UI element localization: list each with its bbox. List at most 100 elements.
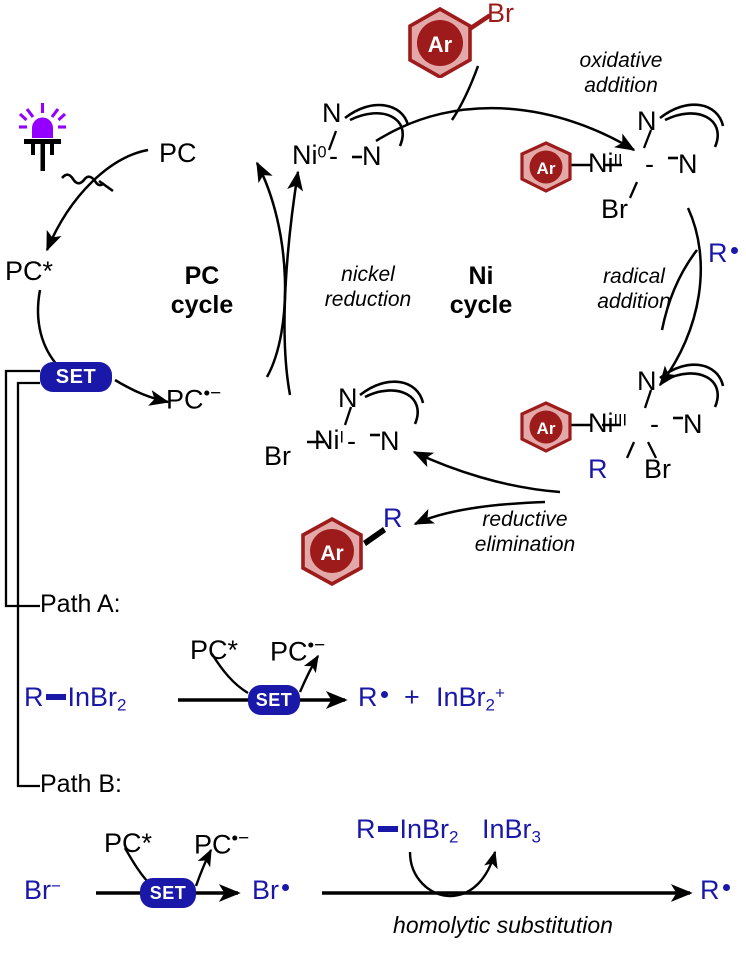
path-b-bromine-radical-text: Br [252,875,279,905]
ni3-metal-label: NiIII [588,410,627,437]
pc-cycle-center-label: PC cycle [154,262,250,320]
path-b-acceptor-text: PC [194,829,232,860]
ni2-nitrogen-right: N [678,149,698,179]
radical-dot-icon [380,691,388,699]
pc-to-set-arc [36,289,59,367]
ni2-dash: - [645,149,654,179]
path-a-reactant-inbr: InBr [67,682,118,712]
set-badge-path-b[interactable]: SET [140,878,196,908]
ni0-nitrogen-top: N [322,98,342,128]
ni-cycle-top-arc [375,106,636,152]
nickel-reduction-line2: reduction [324,288,412,312]
ni2-metal-symbol: Ni [588,148,614,178]
path-a-cation-superscript: + [495,683,505,703]
path-a-acceptor-label: PC•− [270,635,326,667]
radical-addition-line1: radical [603,265,665,288]
path-b-byproduct-label: InBr3 [482,814,541,847]
svg-text:Ar: Ar [537,419,556,438]
radical-dot-icon [282,884,289,892]
path-b-reactant-label: Br− [24,877,61,904]
path-b-reagent-subscript: 2 [449,827,459,847]
path-a-cation-text: InBr [436,682,486,712]
pc-excited-state-label: PC* [5,256,54,286]
ni-cycle-center-label: Ni cycle [426,262,536,320]
ni0-oxidation-state: 0 [317,143,327,162]
ni1-nitrogen-right: N [380,426,400,456]
ni3-bromide-label: Br [644,454,671,484]
reductive-elimination-line1: reductive [482,508,568,531]
pc-cycle-line1: PC [184,262,220,290]
pc-cycle-line2: cycle [170,290,234,319]
path-b-reagent-label: R InBr2 [356,814,459,847]
ni3-oxidation-state: III [613,411,628,430]
svg-text:Ar: Ar [428,32,453,57]
path-a-acceptor-superscript: •− [307,635,326,656]
radical-dot-icon [722,884,730,892]
path-a-product-r: R [358,682,378,712]
homolytic-substitution-label: homolytic substitution [393,912,613,938]
ni3-dash: - [650,409,659,439]
ni-cycle-line1: Ni [468,262,494,290]
path-a-acceptor-text: PC [270,636,308,667]
path-b-acceptor-superscript: •− [231,828,250,849]
svg-text:Ar: Ar [320,542,343,565]
ni0-metal-label: Ni0 [292,142,327,169]
ni0-nitrogen-right: N [362,141,382,171]
path-b-byproduct-subscript: 3 [531,827,541,847]
ni2-metal-label: NiII [588,150,623,177]
set-to-pc-radical-anion-arrow [114,378,170,406]
path-a-product-radical-label: R [358,684,388,711]
set-badge-path-a[interactable]: SET [248,685,300,715]
ni3-nitrogen-right: N [683,409,703,439]
oxidative-addition-line2: addition [584,74,658,98]
ni3-metal-symbol: Ni [588,408,614,438]
ar-hexagon-icon: Ar [520,401,572,453]
path-a-product-cation-label: InBr2+ [436,682,505,715]
ni1-metal-symbol: Ni [314,425,340,455]
nickel-reduction-arrow [283,170,304,396]
path-a-donor-label: PC* [190,635,239,665]
nickel-reduction-line1: nickel [341,263,395,286]
path-b-acceptor-label: PC•− [194,828,250,860]
path-b-label: Path B: [40,770,122,798]
photon-squiggle [61,173,105,187]
aryl-bromide-halide-label: Br [487,0,514,28]
ni0-dash: - [329,141,338,171]
path-b-byproduct-text: InBr [482,814,532,844]
path-b-donor-label: PC* [104,828,153,858]
ni3-nitrogen-top: N [637,366,657,396]
product-aryl-group: Ar [297,516,367,591]
path-b-reagent-r: R [356,814,376,844]
radical-dot-icon [730,247,738,255]
reductive-elimination-line2: elimination [474,533,576,557]
path-b-reactant-text: Br [24,875,51,905]
alkyl-radical-feed-label: R [708,240,738,267]
path-b-product-r: R [700,875,720,905]
path-b-reagent-inbr: InBr [399,814,450,844]
ni1-bromide-label: Br [264,441,291,471]
product-alkyl-label: R [383,503,403,533]
blue-bond-icon [377,826,398,833]
blue-bond-icon [45,694,66,701]
path-a-reactant-r: R [24,682,44,712]
led-lamp-icon [18,103,67,171]
ni1-oxidation-state: I [339,428,345,447]
aryl-on-ni3-group: Ar [518,401,574,458]
ni1-nitrogen-top: N [338,383,358,413]
aryl-bromide-group: Ar [404,6,476,83]
nickel-reduction-label: nickel reduction [312,262,424,312]
ni2-bromide-label: Br [601,194,628,224]
ni1-dash: - [347,426,356,456]
ar-hexagon-icon: Ar [520,141,572,193]
pc-radical-anion-superscript: •− [203,383,222,404]
path-a-cation-subscript: 2 [485,695,495,715]
ni2-nitrogen-top: N [637,106,657,136]
ni3-alkyl-label: R [588,454,608,484]
path-b-intermediate-label: Br [252,877,289,904]
ni0-metal-symbol: Ni [292,140,318,170]
path-b-reactant-superscript: − [51,876,61,896]
path-a-reactant-subscript: 2 [117,695,127,715]
ar-hexagon-icon: Ar [301,516,363,587]
set-badge-cycle[interactable]: SET [40,362,112,392]
